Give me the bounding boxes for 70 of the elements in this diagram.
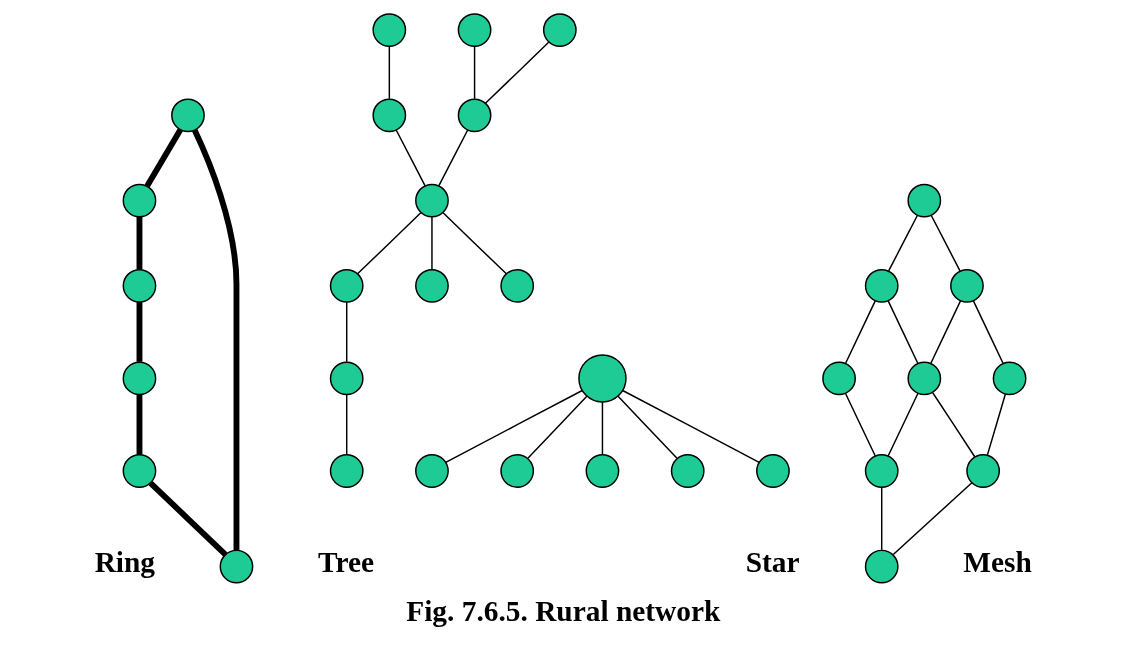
- node-circle: [457, 98, 492, 133]
- connector: [880, 486, 883, 551]
- node-circle: [372, 98, 407, 133]
- node-circle: [122, 454, 157, 488]
- node-circle: [864, 549, 899, 584]
- connector: [617, 395, 678, 460]
- connector: [136, 216, 143, 270]
- connector: [844, 392, 876, 457]
- node-circle: [500, 268, 535, 303]
- node-circle: [585, 454, 620, 488]
- connector: [148, 481, 228, 557]
- connector: [431, 216, 433, 270]
- connector: [930, 300, 962, 364]
- node-circle: [950, 268, 984, 303]
- connector: [473, 45, 476, 100]
- node-circle: [122, 183, 157, 218]
- connector: [621, 389, 760, 463]
- label: Ring: [94, 546, 156, 579]
- node-circle: [500, 454, 535, 488]
- node-circle: [122, 361, 157, 396]
- connector: [395, 129, 426, 187]
- label: Mesh: [963, 546, 1032, 579]
- connector: [136, 394, 143, 455]
- node-circle: [329, 268, 364, 303]
- node-circle: [864, 268, 899, 303]
- connector: [892, 482, 973, 556]
- connector: [932, 392, 976, 458]
- connector: [887, 300, 919, 364]
- connector: [438, 129, 469, 187]
- node-circle: [822, 361, 856, 396]
- node-circle: [578, 354, 627, 403]
- label: Star: [745, 546, 800, 579]
- connector: [345, 301, 348, 363]
- connector: [601, 401, 604, 456]
- node-circle: [329, 454, 364, 488]
- node-circle: [372, 13, 407, 47]
- connector: [356, 212, 422, 275]
- node-circle: [992, 361, 1027, 396]
- connector: [144, 128, 183, 188]
- node-circle: [329, 361, 364, 396]
- node-circle: [122, 268, 157, 303]
- connector: [388, 45, 391, 100]
- connector: [442, 212, 508, 275]
- node-circle: [415, 454, 449, 488]
- connector: [844, 300, 876, 364]
- node-circle: [907, 183, 942, 218]
- connector: [192, 129, 240, 551]
- label: Tree: [318, 546, 375, 579]
- connector: [930, 214, 961, 272]
- node-circle: [907, 361, 942, 396]
- connector: [345, 393, 348, 456]
- connector: [972, 300, 1004, 364]
- connector: [887, 392, 919, 457]
- node-circle: [219, 549, 254, 584]
- connector: [445, 389, 583, 463]
- node-circle: [415, 183, 449, 218]
- node-circle: [670, 454, 705, 488]
- connector: [136, 302, 143, 362]
- node-circle: [966, 454, 1001, 488]
- connector: [887, 214, 919, 272]
- connector: [484, 41, 550, 105]
- node-circle: [756, 454, 790, 488]
- node-circle: [415, 268, 449, 303]
- connector: [527, 395, 588, 460]
- caption: Fig. 7.6.5. Rural network: [406, 594, 721, 627]
- node-circle: [171, 98, 205, 133]
- node-circle: [457, 13, 492, 47]
- node-circle: [864, 454, 899, 488]
- node-circle: [542, 13, 577, 47]
- connector: [986, 393, 1007, 456]
